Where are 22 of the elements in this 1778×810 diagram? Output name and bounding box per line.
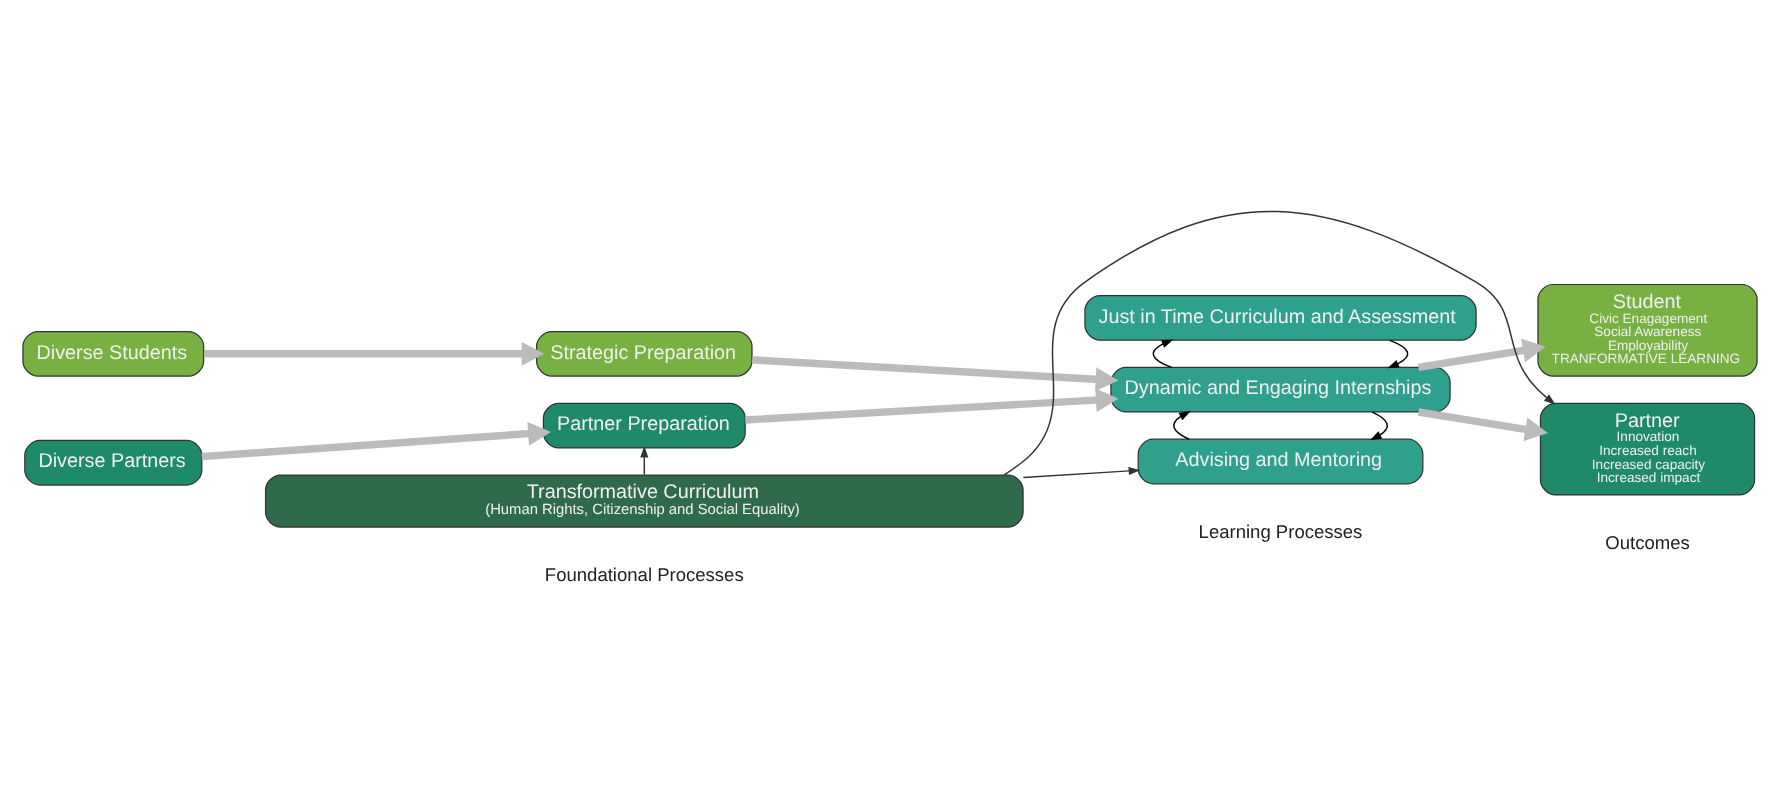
label: Learning Processes bbox=[1197, 521, 1362, 542]
arrow bbox=[1151, 339, 1173, 369]
node-box: Strategic Preparation bbox=[535, 330, 752, 377]
arrow bbox=[200, 421, 550, 461]
node-box: Diverse Partners bbox=[23, 439, 202, 486]
arrow bbox=[1368, 411, 1387, 441]
arrow bbox=[751, 356, 1118, 392]
node-box: Advising and Mentoring bbox=[1136, 438, 1423, 485]
arrow bbox=[1172, 411, 1190, 440]
arrow bbox=[744, 388, 1118, 424]
node-box: Just in Time Curriculum and Assessment bbox=[1083, 295, 1476, 341]
arrow bbox=[1386, 339, 1408, 369]
arrow bbox=[1021, 466, 1140, 479]
node-box: Diverse Students bbox=[21, 330, 204, 377]
arrow bbox=[1416, 338, 1545, 372]
arrow bbox=[1002, 210, 1555, 476]
arrow bbox=[1416, 408, 1547, 442]
node-box: Dynamic and Engaging Internships bbox=[1109, 366, 1450, 413]
arrow bbox=[203, 341, 544, 366]
node-box: Partner Preparation bbox=[541, 402, 745, 449]
label: Foundational Processes bbox=[543, 564, 743, 585]
label: Outcomes bbox=[1604, 532, 1689, 553]
